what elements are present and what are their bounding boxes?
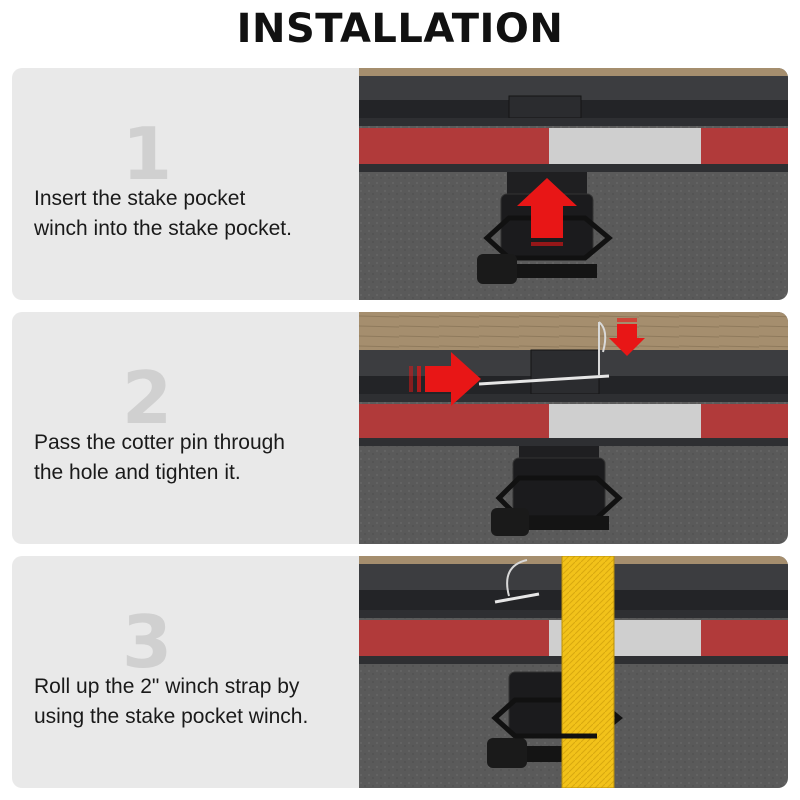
reflector-red-right [701, 404, 788, 438]
step-1-description: Insert the stake pocket winch into the s… [34, 184, 354, 244]
step-1-scene [359, 68, 788, 300]
stake-pocket [508, 95, 582, 119]
reflector-red-left [359, 128, 549, 164]
step-3-description: Roll up the 2" winch strap by using the … [34, 672, 354, 732]
step-1-panel: 1 Insert the stake pocket winch into the… [12, 68, 788, 300]
reflector-red-left [359, 404, 549, 438]
step-3-line-2: using the stake pocket winch. [34, 705, 309, 728]
winch-body [512, 457, 606, 517]
winch-drum [529, 516, 609, 530]
cotter-pin [494, 559, 540, 604]
step-2-number: 2 [121, 356, 173, 440]
step-2-line-2: the hole and tighten it. [34, 461, 241, 484]
rail-bottom [359, 164, 788, 172]
rail-bottom [359, 438, 788, 446]
step-2-description: Pass the cotter pin through the hole and… [34, 428, 354, 488]
winch-strap [561, 556, 615, 788]
step-1-text-area: 1 Insert the stake pocket winch into the… [12, 68, 359, 300]
rail-lip [359, 118, 788, 126]
winch-drum-end [491, 508, 529, 536]
step-2-panel: 2 Pass the cotter pin through the hole a… [12, 312, 788, 544]
step-2-text-area: 2 Pass the cotter pin through the hole a… [12, 312, 359, 544]
step-1-illustration [359, 68, 788, 300]
step-2-scene [359, 312, 788, 544]
winch [491, 446, 623, 536]
winch-drum [517, 264, 597, 278]
reflector-red-right [701, 620, 788, 656]
winch-drum-end [487, 738, 527, 768]
reflector-white [549, 404, 701, 438]
reflector-red-left [359, 620, 549, 656]
reflector-red-right [701, 128, 788, 164]
step-2-illustration [359, 312, 788, 544]
arrow-down-icon [609, 318, 645, 356]
stake-pocket [530, 349, 600, 395]
step-3-panel: 3 Roll up the 2" winch strap by using th… [12, 556, 788, 788]
winch-drum-end [477, 254, 517, 284]
step-3-number: 3 [121, 600, 173, 684]
step-1-line-2: winch into the stake pocket. [34, 217, 292, 240]
step-1-number: 1 [121, 112, 173, 196]
winch-stem [519, 446, 599, 460]
arrow-up-icon [517, 178, 577, 246]
step-1-line-1: Insert the stake pocket [34, 187, 246, 210]
step-2-line-1: Pass the cotter pin through [34, 431, 285, 454]
step-3-text-area: 3 Roll up the 2" winch strap by using th… [12, 556, 359, 788]
rail-lip [359, 394, 788, 402]
page-title: INSTALLATION [236, 6, 564, 52]
step-3-scene [359, 556, 788, 788]
wood-deck [359, 312, 788, 350]
step-3-line-1: Roll up the 2" winch strap by [34, 675, 300, 698]
reflector-white [549, 128, 701, 164]
cotter-pin [478, 321, 610, 386]
step-3-illustration [359, 556, 788, 788]
wood-deck [359, 68, 788, 76]
arrow-right-icon [409, 352, 481, 406]
